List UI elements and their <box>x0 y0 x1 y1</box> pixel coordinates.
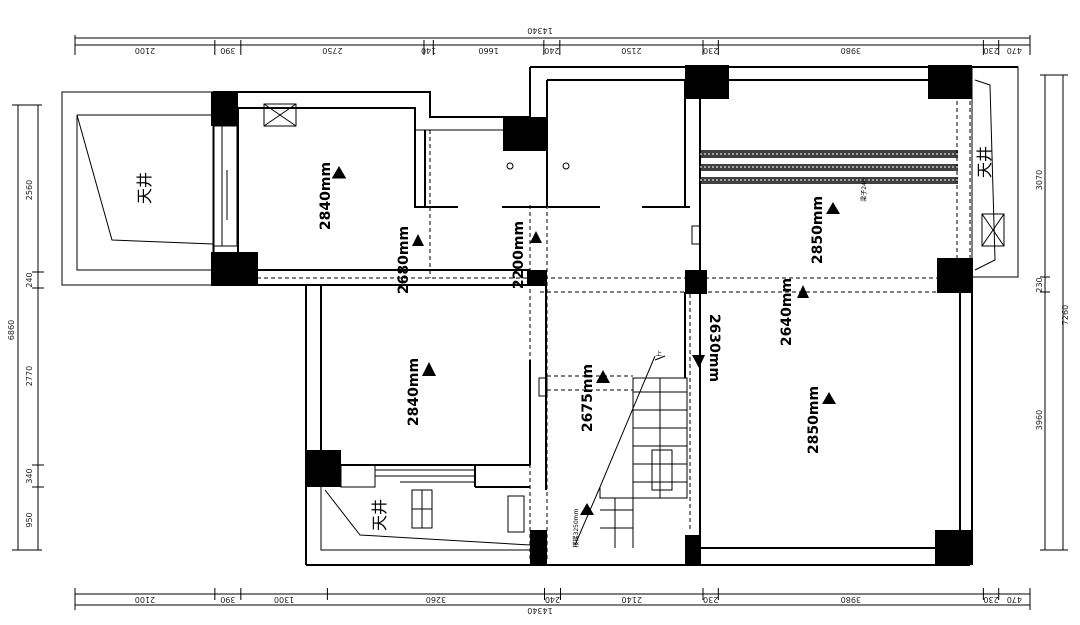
top-ticks <box>74 40 1000 55</box>
staircase <box>574 355 688 548</box>
left-seg-3: 2770 <box>25 366 34 386</box>
bottom-dimension-line: 14340 2100 390 1300 3260 240 2140 230 3980 230 47… <box>74 588 1031 615</box>
top-dimension-line: 14340 2100 390 2750 140 1660 240 2150 230 3980 23… <box>74 26 1031 55</box>
svg-text:2850mm: 2850mm <box>806 386 822 454</box>
skylight-label-left: 天井 <box>135 172 154 204</box>
svg-text:2840mm: 2840mm <box>318 162 334 230</box>
left-seg-4: 340 <box>25 468 34 483</box>
height-marker-stair-area: 2675mm <box>580 364 610 432</box>
bottom-segment-label: 230 <box>703 595 718 604</box>
skylight-label-right: 天井 <box>975 146 994 178</box>
top-segment-label: 240 <box>544 46 559 55</box>
right-seg-3: 3960 <box>1035 410 1044 430</box>
top-segment-label: 1660 <box>478 46 498 55</box>
up-mark: 上 <box>656 350 662 358</box>
height-marker-bath: 2200mm <box>511 221 542 289</box>
vent-top-left <box>263 103 297 127</box>
left-total-label: 6860 <box>7 320 16 340</box>
height-marker-corridor: 2680mm <box>396 226 424 294</box>
bottom-segment-labels: 2100 390 1300 3260 240 2140 230 3980 230 470 <box>135 595 1022 604</box>
svg-text:2675mm: 2675mm <box>580 364 596 432</box>
bottom-segment-label: 470 <box>1007 595 1022 604</box>
bottom-ticks <box>74 588 1000 600</box>
top-segment-label: 230 <box>703 46 718 55</box>
bottom-segment-label: 1300 <box>274 595 294 604</box>
bottom-segment-label: 2140 <box>622 595 642 604</box>
beam-lines <box>250 80 972 560</box>
height-marker-room-mid-left: 2840mm <box>406 358 436 426</box>
right-seg-2: 230 <box>1035 277 1044 292</box>
height-marker-bottom-right: 2850mm <box>806 386 836 454</box>
vent-right <box>981 213 1005 247</box>
skylight-label-bottom: 天井 <box>370 499 389 531</box>
top-total-label: 14340 <box>527 26 552 35</box>
left-seg-1: 2560 <box>25 180 34 200</box>
room-labels: 天井 天井 天井 梁子240 楼梯3250mm 上 <box>135 146 994 547</box>
bottom-segment-label: 230 <box>983 595 998 604</box>
top-segment-label: 230 <box>983 46 998 55</box>
right-seg-1: 3070 <box>1035 170 1044 190</box>
height-markers: 2840mm 2680mm 2200mm 2850mm 2640mm 2630m… <box>318 162 840 515</box>
stair-note: 楼梯3250mm <box>572 508 580 547</box>
bottom-segment-label: 3260 <box>426 595 446 604</box>
skylight-left-outline <box>61 91 215 286</box>
top-segment-label: 3980 <box>841 46 861 55</box>
top-segment-label: 2750 <box>322 46 342 55</box>
left-seg-5: 950 <box>25 512 34 527</box>
height-marker-top-right: 2850mm <box>810 196 840 264</box>
svg-text:2680mm: 2680mm <box>396 226 412 294</box>
bottom-segment-label: 390 <box>220 595 235 604</box>
height-marker-stair-base <box>580 503 594 515</box>
bottom-segment-label: 240 <box>545 595 560 604</box>
right-total-label: 7260 <box>1061 305 1070 325</box>
top-segment-label: 2150 <box>621 46 641 55</box>
bottom-total-label: 14340 <box>527 606 552 615</box>
svg-text:2840mm: 2840mm <box>406 358 422 426</box>
left-seg-2: 240 <box>25 272 34 287</box>
svg-text:2850mm: 2850mm <box>810 196 826 264</box>
bottom-segment-label: 3980 <box>841 595 861 604</box>
top-segment-label: 470 <box>1007 46 1022 55</box>
top-segment-label: 140 <box>421 46 436 55</box>
hatched-beams <box>700 150 958 184</box>
svg-text:2200mm: 2200mm <box>511 221 527 289</box>
height-marker-room-top-left: 2840mm <box>318 162 346 230</box>
top-segment-labels: 2100 390 2750 140 1660 240 2150 230 3980 230 470 <box>135 46 1022 55</box>
svg-text:2640mm: 2640mm <box>779 278 795 346</box>
svg-text:2630mm: 2630mm <box>706 314 722 382</box>
beam-note: 梁子240 <box>860 178 868 202</box>
height-marker-beam: 2640mm <box>779 278 809 346</box>
right-dimension-line: 3070 230 3960 7260 <box>1035 74 1070 551</box>
columns <box>211 65 973 565</box>
left-dimension-line: 2560 240 2770 340 950 6860 <box>7 104 44 551</box>
bottom-segment-label: 2100 <box>135 595 155 604</box>
top-segment-label: 2100 <box>135 46 155 55</box>
top-segment-label: 390 <box>220 46 235 55</box>
height-marker-stair-well: 2630mm <box>692 314 722 382</box>
